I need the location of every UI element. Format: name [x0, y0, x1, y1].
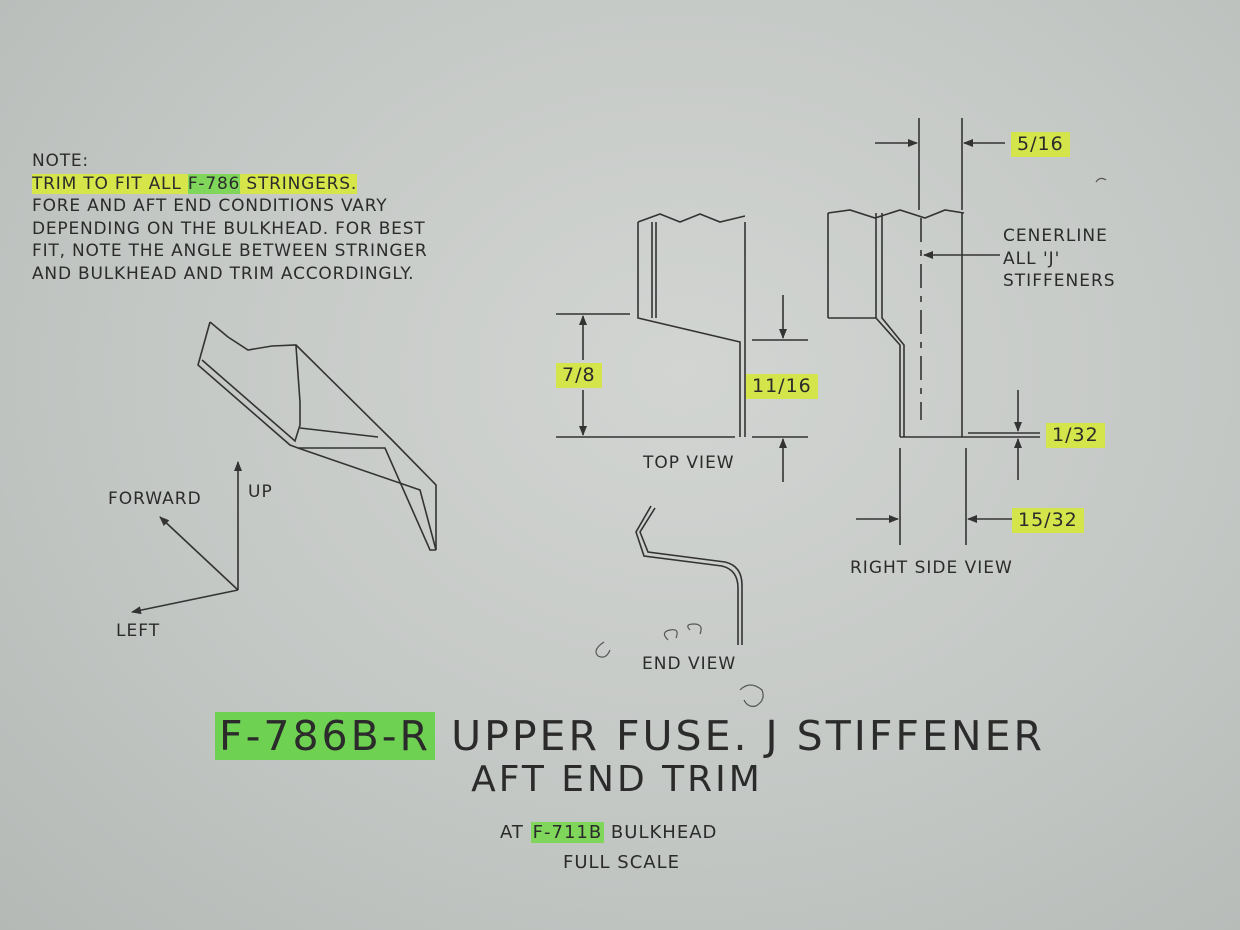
bulkhead-reference: AT F-711B BULKHEAD [500, 822, 717, 843]
note-heading: NOTE: [32, 151, 89, 171]
note-line-5: AND BULKHEAD AND TRIM ACCORDINGLY. [32, 263, 415, 284]
note-line-3: DEPENDING ON THE BULKHEAD. FOR BEST [32, 218, 426, 239]
drawing-title-line-1: F-786B-R UPPER FUSE. J STIFFENER [215, 712, 1045, 760]
end-view-label: END VIEW [642, 654, 737, 674]
centerline-line-1: CENERLINE [1003, 226, 1108, 246]
top-view-label: TOP VIEW [643, 453, 735, 473]
pencil-scribbles [595, 177, 1107, 707]
axis-label-forward: FORWARD [108, 489, 202, 509]
centerline-label: CENERLINE ALL 'J' STIFFENERS [1003, 225, 1116, 293]
top-view-drawing [556, 213, 808, 482]
dimension-15-32: 15/32 [1012, 508, 1084, 533]
dimension-7-8: 7/8 [556, 363, 602, 388]
at-suffix: BULKHEAD [604, 822, 718, 843]
note-part-number: F-786 [187, 173, 241, 194]
bulkhead-part-number: F-711B [530, 822, 605, 843]
centerline-line-3: STIFFENERS [1003, 271, 1116, 291]
title-line-2-text: AFT END TRIM [471, 759, 763, 800]
drawing-title-line-2: AFT END TRIM [0, 760, 1240, 800]
dimension-1-32: 1/32 [1046, 423, 1105, 448]
note-line-1-pre: TRIM TO FIT ALL [32, 173, 188, 194]
at-prefix: AT [500, 822, 531, 843]
right-side-view-drawing [827, 118, 1040, 545]
scale-note: FULL SCALE [563, 852, 681, 873]
title-part-number: F-786B-R [215, 712, 436, 760]
right-side-view-label: RIGHT SIDE VIEW [850, 558, 1013, 578]
note-line-1-post: STRINGERS. [240, 173, 358, 194]
trim-note: NOTE: TRIM TO FIT ALL F-786 STRINGERS. F… [32, 150, 428, 285]
axis-label-up: UP [248, 482, 273, 502]
centerline-line-2: ALL 'J' [1003, 248, 1061, 269]
note-line-2: FORE AND AFT END CONDITIONS VARY [32, 196, 388, 216]
axis-label-left: LEFT [116, 621, 161, 641]
dimension-11-16: 11/16 [746, 374, 818, 399]
dimension-5-16: 5/16 [1011, 132, 1070, 157]
title-line-1-rest: UPPER FUSE. J STIFFENER [435, 712, 1045, 760]
end-view-drawing [635, 505, 743, 645]
isometric-stiffener-drawing [197, 321, 437, 551]
orientation-axes [131, 461, 242, 615]
note-line-1: TRIM TO FIT ALL F-786 STRINGERS. [32, 173, 428, 196]
note-line-4: FIT, NOTE THE ANGLE BETWEEN STRINGER [32, 241, 428, 261]
